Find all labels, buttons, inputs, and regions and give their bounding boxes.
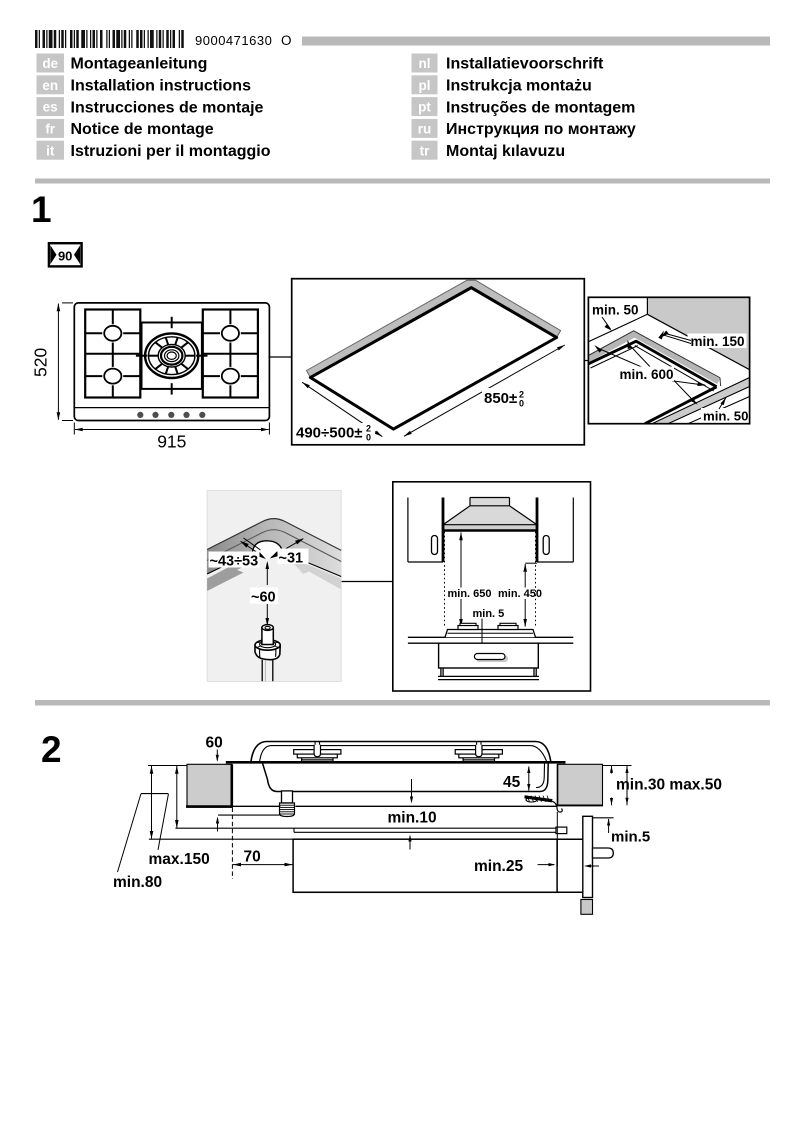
svg-text:0: 0 <box>519 399 524 409</box>
svg-text:Notice de montage: Notice de montage <box>71 121 214 138</box>
svg-text:max.150: max.150 <box>149 851 210 868</box>
svg-text:Montaj kılavuzu: Montaj kılavuzu <box>446 143 565 160</box>
svg-text:90: 90 <box>58 248 72 263</box>
svg-text:~60: ~60 <box>251 590 276 606</box>
svg-text:fr: fr <box>45 122 55 137</box>
svg-text:min.30 max.50: min.30 max.50 <box>616 777 722 794</box>
svg-text:Instrukcja montażu: Instrukcja montażu <box>446 78 592 95</box>
svg-text:70: 70 <box>244 849 261 866</box>
svg-text:min.10: min.10 <box>388 810 437 827</box>
svg-text:520: 520 <box>31 348 51 377</box>
svg-text:pl: pl <box>419 78 431 93</box>
svg-text:min.5: min.5 <box>611 829 650 846</box>
svg-text:~31: ~31 <box>279 551 304 567</box>
svg-text:it: it <box>46 143 55 158</box>
svg-text:60: 60 <box>206 735 223 752</box>
svg-text:Instrucciones de montaje: Instrucciones de montaje <box>71 99 264 116</box>
svg-text:Istruzioni per il montaggio: Istruzioni per il montaggio <box>71 143 271 160</box>
svg-text:min. 5: min. 5 <box>473 608 505 620</box>
svg-text:min. 600: min. 600 <box>620 367 674 382</box>
svg-text:min. 650: min. 650 <box>448 588 492 600</box>
svg-text:45: 45 <box>503 774 521 791</box>
svg-text:~43÷53: ~43÷53 <box>210 554 259 570</box>
svg-text:min. 450: min. 450 <box>498 588 542 600</box>
svg-text:min.25: min.25 <box>474 858 523 875</box>
svg-text:en: en <box>42 78 58 93</box>
svg-text:min. 50: min. 50 <box>592 303 639 318</box>
svg-text:Instruções de montagem: Instruções de montagem <box>446 99 635 116</box>
svg-text:Installation instructions: Installation instructions <box>71 78 252 95</box>
svg-text:O: O <box>281 33 292 48</box>
svg-text:de: de <box>42 56 58 71</box>
svg-text:Инструкция по монтажу: Инструкция по монтажу <box>446 121 636 138</box>
svg-text:490÷500±: 490÷500± <box>296 425 363 442</box>
svg-text:tr: tr <box>420 143 430 158</box>
svg-text:min. 150: min. 150 <box>691 334 745 349</box>
svg-text:nl: nl <box>419 56 431 71</box>
svg-text:min.80: min.80 <box>113 874 162 891</box>
svg-text:es: es <box>43 100 58 115</box>
svg-text:850±: 850± <box>484 390 517 407</box>
svg-text:Montageanleitung: Montageanleitung <box>71 56 208 73</box>
svg-text:2: 2 <box>41 729 62 770</box>
svg-text:1: 1 <box>31 189 52 230</box>
svg-text:min. 50: min. 50 <box>703 409 748 424</box>
svg-text:9000471630: 9000471630 <box>195 33 272 48</box>
svg-text:915: 915 <box>157 432 186 452</box>
svg-text:pt: pt <box>418 100 431 115</box>
svg-text:Installatievoorschrift: Installatievoorschrift <box>446 56 604 73</box>
svg-text:ru: ru <box>418 122 432 137</box>
svg-text:0: 0 <box>366 433 371 443</box>
